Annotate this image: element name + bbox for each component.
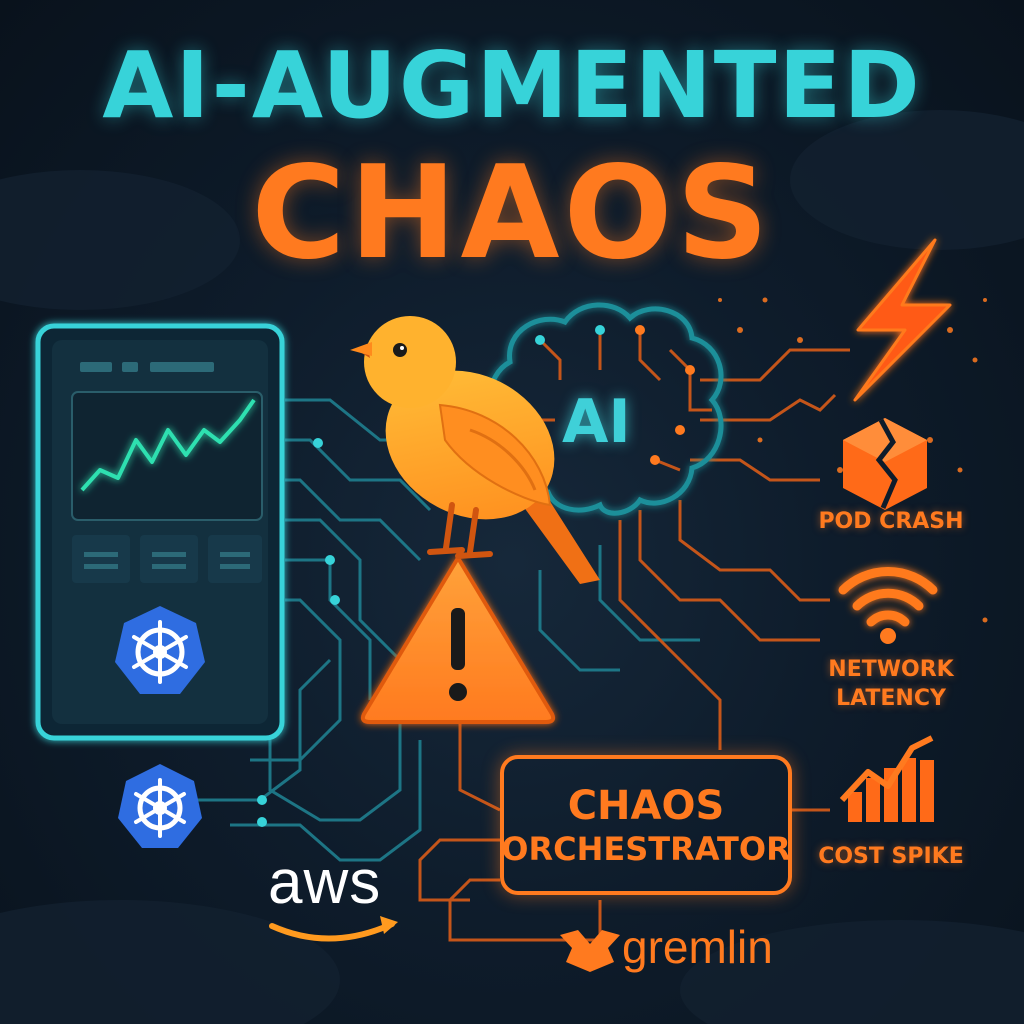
network-latency-label: NETWORK LATENCY	[806, 656, 976, 713]
wifi-dot	[880, 628, 896, 644]
orchestrator-line-1: CHAOS	[567, 782, 725, 829]
wifi-icon	[838, 567, 938, 627]
pod-crash-icon	[843, 418, 927, 510]
line-chart-icon	[80, 398, 256, 492]
kubernetes-icon	[118, 764, 202, 848]
orchestrator-line-2: ORCHESTRATOR	[501, 829, 791, 868]
lightning-bolt-icon	[853, 238, 952, 402]
chaos-orchestrator-box: CHAOS ORCHESTRATOR	[500, 755, 792, 895]
orange-circuit-traces	[418, 348, 850, 942]
gremlin-logo-icon	[560, 930, 620, 972]
title-line-1: AI-AUGMENTED	[102, 32, 922, 139]
aws-arrow-icon	[380, 916, 398, 934]
cloud-shapes	[0, 110, 1024, 1024]
kubernetes-icon	[115, 606, 205, 694]
brain-icon	[487, 302, 724, 516]
network-latency-line-1: NETWORK	[828, 657, 954, 682]
warning-triangle-icon	[360, 556, 556, 724]
teal-circuit-nodes	[257, 438, 340, 827]
orange-sparks	[718, 297, 988, 623]
aws-logo: aws	[268, 848, 382, 917]
gremlin-logo: gremlin	[622, 921, 773, 973]
dashboard-tablet	[35, 323, 285, 741]
aws-smile-icon	[269, 921, 395, 942]
bird-icon	[350, 316, 600, 584]
cost-spike-chart-icon	[839, 735, 934, 822]
cost-spike-label: COST SPIKE	[818, 844, 964, 869]
ai-label: AI	[562, 387, 631, 457]
pod-crash-label: POD CRASH	[818, 509, 964, 534]
title-line-2: CHAOS	[251, 139, 773, 288]
network-latency-line-2: LATENCY	[836, 685, 946, 711]
